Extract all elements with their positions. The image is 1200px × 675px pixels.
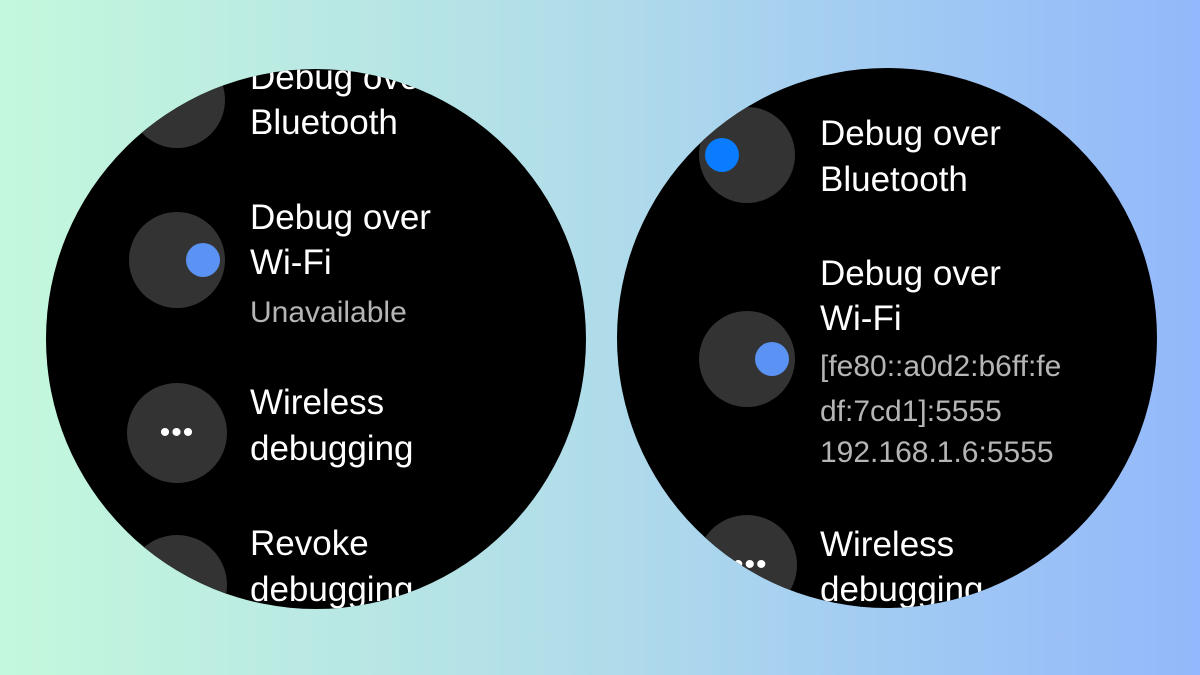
toggle-knob	[755, 342, 789, 376]
item-title: Debug over	[250, 69, 431, 97]
item-title: debugging	[250, 429, 414, 468]
more-horizontal-icon[interactable]: •••	[127, 383, 227, 483]
more-horizontal-icon[interactable]: •••	[697, 515, 797, 608]
item-subtitle: Unavailable	[250, 296, 407, 329]
item-title: Debug over	[820, 254, 1001, 293]
toggle-icon[interactable]	[129, 69, 225, 148]
toggle-on-icon[interactable]	[699, 311, 795, 407]
item-title: debugging	[250, 570, 414, 609]
item-title: Bluetooth	[250, 103, 398, 142]
item-title: Bluetooth	[820, 160, 968, 199]
toggle-knob	[186, 243, 220, 277]
item-title: debugging	[820, 570, 984, 608]
item-title: Wi-Fi	[820, 299, 902, 338]
item-title: Wi-Fi	[250, 243, 332, 282]
item-title: Debug over	[820, 114, 1001, 153]
ipv4-address: 192.168.1.6:5555	[820, 436, 1054, 469]
ipv6-address: df:7cd1]:5555	[820, 395, 1002, 428]
ipv6-address: [fe80::a0d2:b6ff:fe	[820, 350, 1062, 383]
item-title: Wireless	[250, 383, 385, 422]
toggle-knob	[705, 138, 739, 172]
toggle-off-icon[interactable]	[699, 107, 795, 203]
right-watch-screen: Debug over Bluetooth Debug over Wi-Fi [f…	[617, 68, 1157, 608]
item-title: Revoke	[250, 524, 369, 563]
item-title: Debug over	[250, 198, 431, 237]
toggle-on-icon[interactable]	[129, 212, 225, 308]
left-watch-screen: Debug over Bluetooth Debug over Wi-Fi Un…	[46, 69, 586, 609]
item-title: Wireless	[820, 525, 955, 564]
revoke-icon[interactable]	[127, 535, 227, 609]
